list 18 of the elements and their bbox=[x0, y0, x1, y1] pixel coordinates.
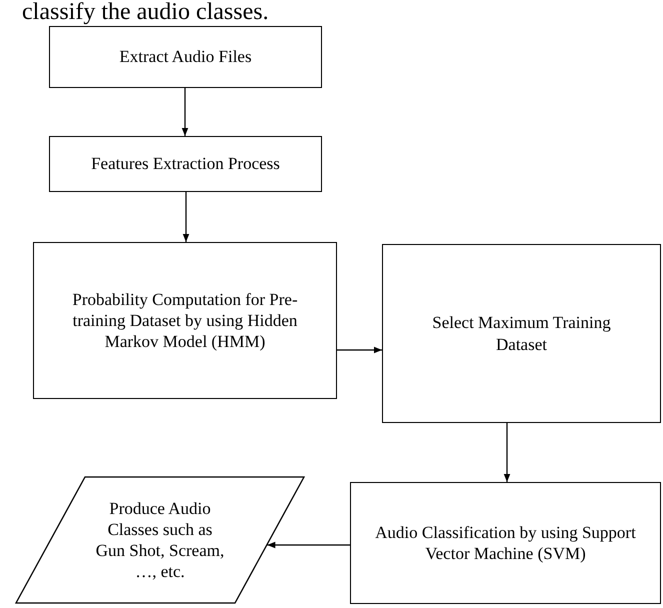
process-box bbox=[49, 26, 322, 88]
process-box bbox=[350, 482, 661, 604]
arrow bbox=[182, 192, 190, 242]
arrow bbox=[182, 88, 188, 136]
arrow bbox=[337, 346, 382, 354]
node-text: Select Maximum Training Dataset bbox=[431, 312, 612, 355]
output-parallelogram bbox=[15, 476, 305, 604]
arrow bbox=[504, 423, 510, 482]
paragraph-text: classify the audio classes. bbox=[22, 0, 269, 24]
node-text: Features Extraction Process bbox=[91, 153, 280, 175]
node-text: Produce Audio Classes such as Gun Shot, Scream, …, etc. bbox=[94, 498, 226, 582]
node-text: Probability Computation for Pre-training Dataset by using Hidden Markov Model (HMM) bbox=[71, 288, 299, 352]
process-box bbox=[49, 136, 322, 192]
node-text: Audio Classification by using Support Vector Machine (SVM) bbox=[374, 522, 637, 564]
arrow bbox=[267, 542, 350, 548]
node-text: Extract Audio Files bbox=[119, 46, 252, 68]
process-box bbox=[382, 244, 661, 423]
process-box bbox=[33, 242, 337, 399]
